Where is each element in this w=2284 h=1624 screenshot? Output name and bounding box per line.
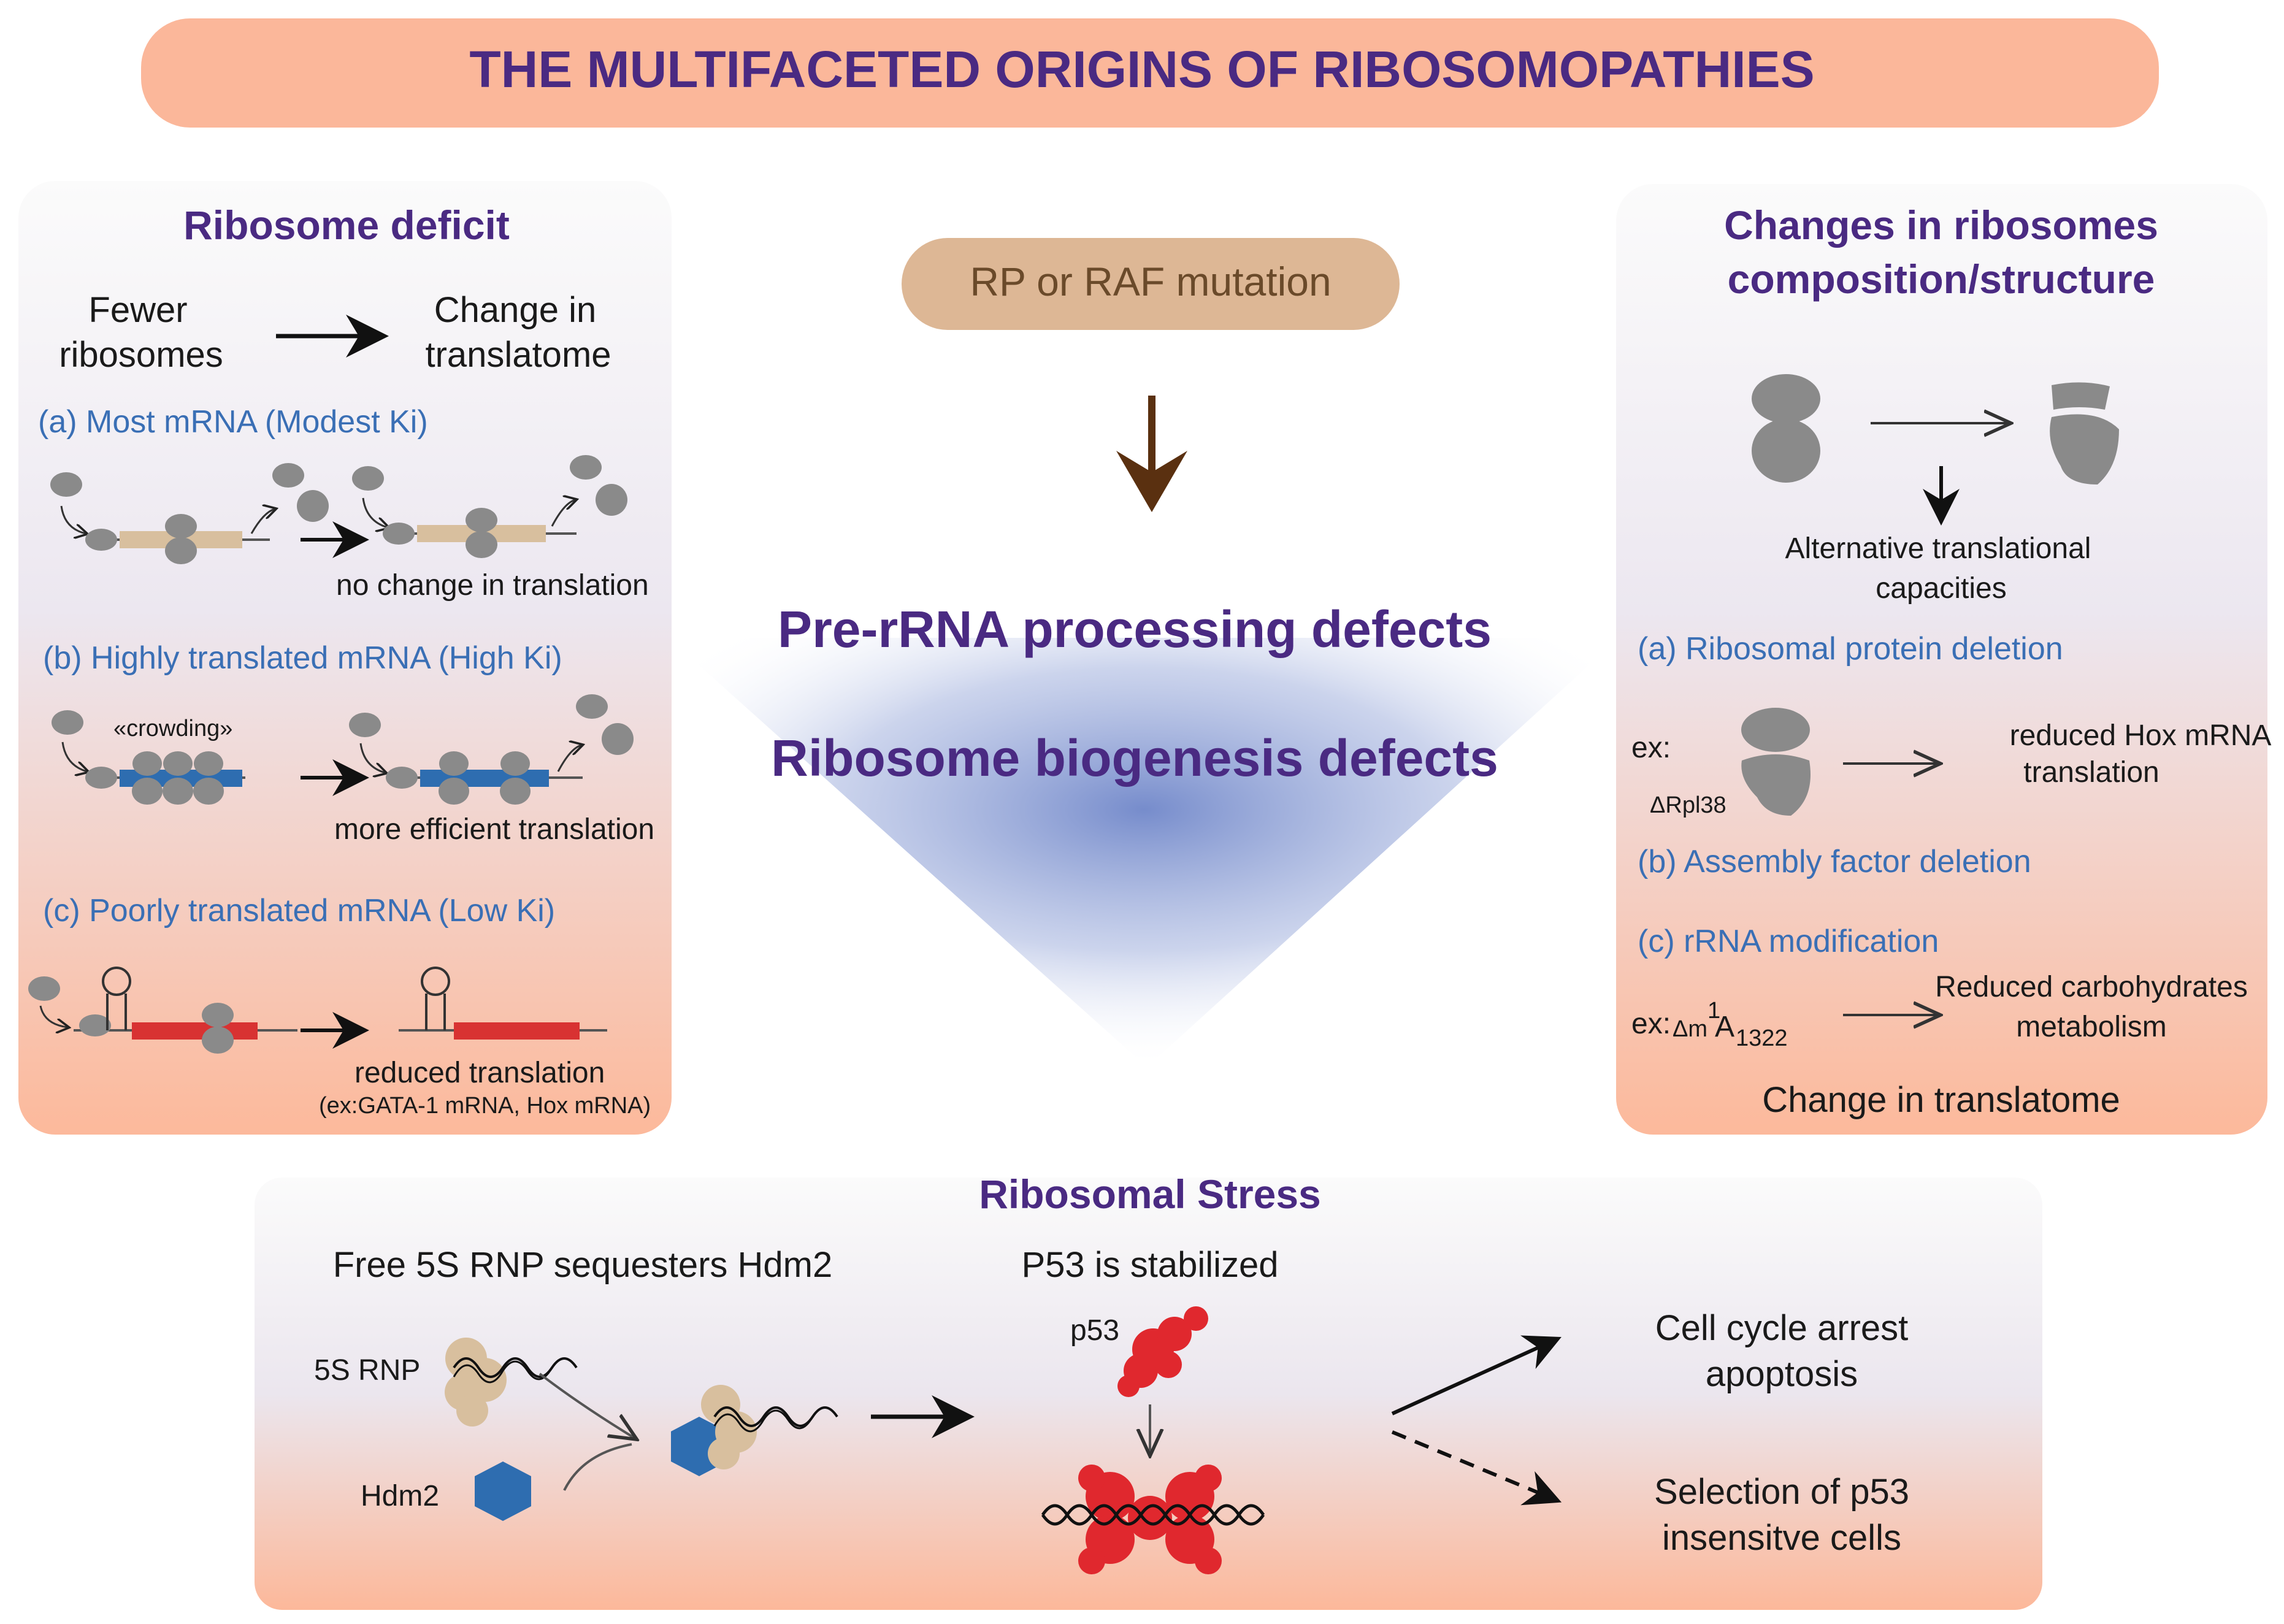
deficit-c-figure [28, 967, 607, 1054]
mutation-pill [902, 238, 1400, 330]
merge-curve-top [538, 1373, 635, 1438]
free-5s-label: Free 5S RNP sequesters Hdm2 [333, 1245, 833, 1285]
deficit-b-figure [52, 694, 634, 805]
deficit-b-crowding: «crowding» [113, 716, 232, 741]
outcome1-line1: Cell cycle arrest [1655, 1308, 1909, 1348]
rnp-hdm2-complex [671, 1385, 838, 1476]
ex2-result-line2: metabolism [2016, 1011, 2166, 1043]
outcome2-line2: insensitve cells [1662, 1518, 1901, 1558]
ex1-result-line2: translation [2023, 756, 2159, 789]
composition-ribosome-figure [1752, 374, 2119, 526]
deficit-b-result: more efficient translation [334, 813, 654, 846]
alt-capacities-line2: capacities [1876, 572, 2006, 605]
ex2-A: A [1715, 1011, 1734, 1043]
ex2-sub: 1322 [1736, 1025, 1788, 1051]
composition-c-label: (c) rRNA modification [1638, 924, 1939, 959]
deficit-c-result: reduced translation [354, 1057, 605, 1089]
stress-heading: Ribosomal Stress [979, 1171, 1321, 1217]
outcome2-line1: Selection of p53 [1654, 1472, 1909, 1512]
hdm2-hexagon [475, 1461, 531, 1521]
fewer-line2: ribosomes [59, 335, 223, 375]
center-funnel [669, 638, 1619, 1067]
alt-capacities-line1: Alternative translational [1785, 532, 2091, 565]
ex2-result-line1: Reduced carbohydrates [1935, 971, 2248, 1003]
outcome1-line2: apoptosis [1706, 1354, 1858, 1394]
composition-a-label: (a) Ribosomal protein deletion [1638, 631, 2063, 667]
p53-label: p53 [1070, 1314, 1119, 1347]
deficit-a-figure [50, 455, 627, 564]
defect-biogenesis: Ribosome biogenesis defects [771, 729, 1498, 787]
outcome-arrow-dashed [1391, 1430, 1562, 1506]
hdm2-label: Hdm2 [361, 1480, 439, 1512]
deficit-c-example: (ex:GATA-1 mRNA, Hox mRNA) [319, 1093, 651, 1119]
deficit-panel [18, 181, 672, 1135]
rnp-label: 5S RNP [314, 1354, 420, 1387]
deficit-b-label: (b) Highly translated mRNA (High Ki) [43, 640, 562, 676]
deficit-a-label: (a) Most mRNA (Modest Ki) [38, 404, 428, 440]
stress-panel [255, 1178, 2042, 1610]
title: THE MULTIFACETED ORIGINS OF RIBOSOMOPATH… [469, 40, 1814, 98]
deficit-a-result: no change in translation [336, 569, 649, 602]
mutation-label: RP or RAF mutation [970, 259, 1331, 304]
composition-b-label: (b) Assembly factor deletion [1638, 844, 2031, 879]
p53-stabilized-label: P53 is stabilized [1021, 1245, 1278, 1285]
ex2-sup: 1 [1707, 998, 1720, 1024]
p53-protein [1117, 1306, 1208, 1397]
deficit-c-label: (c) Poorly translated mRNA (Low Ki) [43, 893, 555, 929]
rnp-complex [445, 1338, 578, 1427]
deficit-heading: Ribosome deficit [183, 202, 510, 248]
composition-heading-line1: Changes in ribosomes [1724, 202, 2158, 248]
ex1-prefix: ex: [1631, 732, 1671, 764]
ex1-ribosome [1741, 708, 1811, 816]
ex1-gene: ΔRpl38 [1650, 792, 1726, 818]
merge-curve-bottom [563, 1443, 632, 1491]
ex2-prefix: ex: [1631, 1008, 1671, 1040]
fewer-line1: Fewer [88, 290, 187, 330]
p53-dna-complex [1041, 1465, 1265, 1574]
brown-arrow [1116, 396, 1187, 512]
change-line2: translatome [425, 335, 611, 375]
composition-footer: Change in translatome [1762, 1080, 2120, 1120]
defect-pre-rrna: Pre-rRNA processing defects [778, 600, 1492, 658]
composition-heading-line2: composition/structure [1728, 256, 2155, 302]
ex2-delta-m: Δm [1673, 1016, 1707, 1042]
outcome-arrow-solid [1391, 1335, 1562, 1415]
change-line1: Change in [434, 290, 596, 330]
ex1-result-line1: reduced Hox mRNA [2010, 719, 2272, 752]
title-banner [141, 18, 2159, 128]
